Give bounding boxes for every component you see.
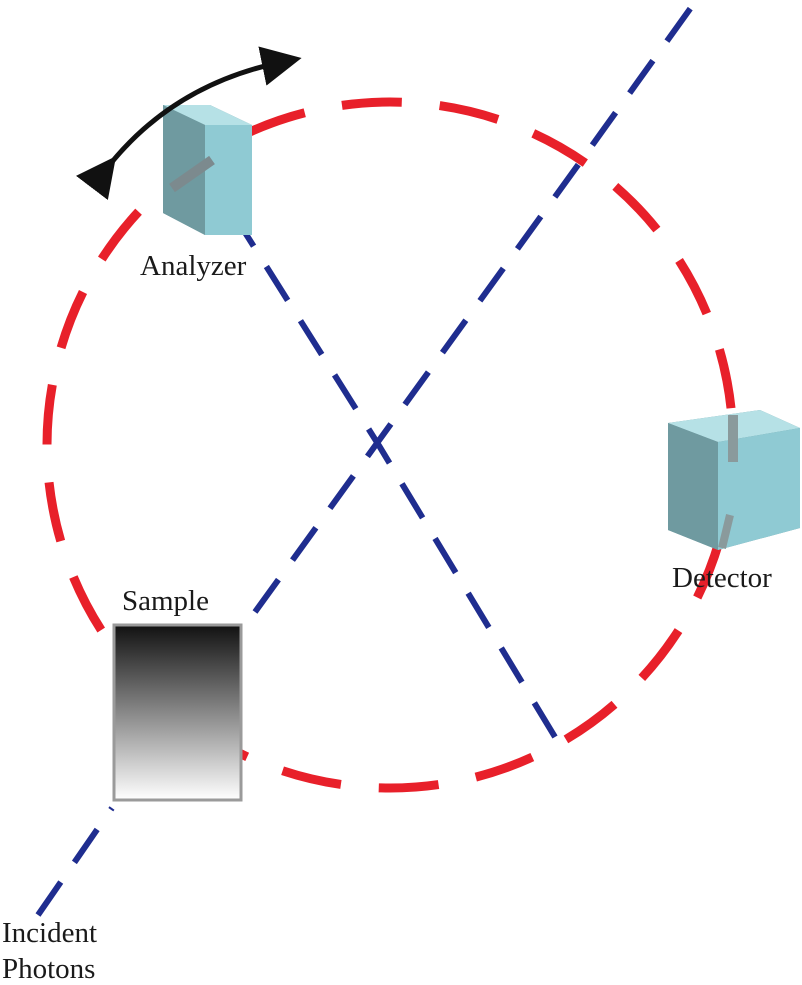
incident-beam xyxy=(35,806,115,917)
incident-photons-label-line1: Incident xyxy=(2,917,97,949)
rotation-arrow-icon xyxy=(75,46,302,201)
analyzer-crystal xyxy=(163,105,252,235)
sample-block xyxy=(112,623,243,802)
detector-box xyxy=(668,410,800,550)
sample-label: Sample xyxy=(122,585,209,617)
incident-photons-label-line2: Photons xyxy=(2,953,95,985)
transmitted-beam xyxy=(252,0,701,614)
detector-label: Detector xyxy=(672,562,772,594)
analyzer-label: Analyzer xyxy=(140,250,247,282)
scattered-beam xyxy=(209,178,558,739)
